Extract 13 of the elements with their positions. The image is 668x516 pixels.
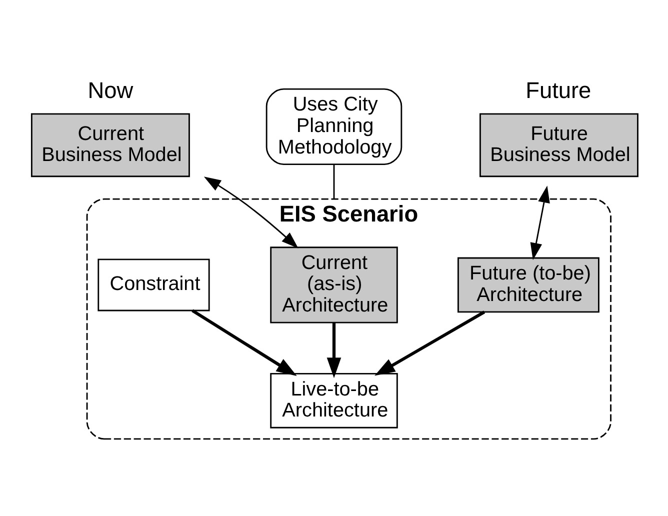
node-box: Constraint [98, 258, 210, 312]
arrow [374, 310, 486, 376]
connector [333, 164, 335, 200]
node-box: Future (to-be) Architecture [457, 257, 600, 313]
node-label: Now [88, 77, 134, 104]
node-box: Current (as-is) Architecture [270, 246, 398, 324]
arrow [204, 176, 298, 248]
arrow [326, 322, 342, 378]
node-box: Uses City Planning Methodology [266, 88, 402, 166]
node-box: Live-to-be Architecture [270, 372, 398, 428]
arrow [192, 309, 297, 376]
arrow [530, 186, 550, 260]
node-label: Future [526, 77, 592, 104]
